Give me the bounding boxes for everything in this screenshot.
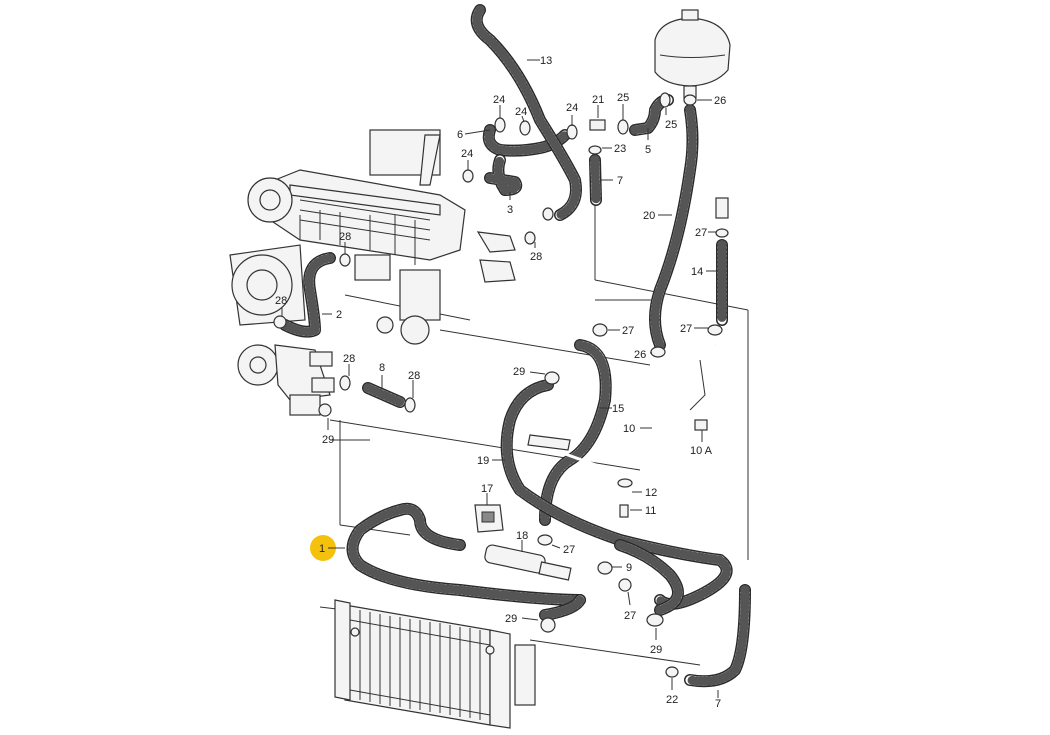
hose-lower-right bbox=[614, 539, 684, 616]
callout-8[interactable]: 8 bbox=[379, 362, 385, 374]
callout-17[interactable]: 17 bbox=[481, 483, 493, 495]
callout-24-c[interactable]: 24 bbox=[566, 102, 578, 114]
callout-7-lower[interactable]: 7 bbox=[715, 698, 721, 710]
callout-29-d[interactable]: 29 bbox=[650, 644, 662, 656]
callout-24-b[interactable]: 24 bbox=[515, 106, 527, 118]
callout-24-a[interactable]: 24 bbox=[493, 94, 505, 106]
callout-1[interactable]: 1 bbox=[319, 543, 325, 555]
callout-10[interactable]: 10 bbox=[623, 423, 635, 435]
hose-7-lower bbox=[684, 584, 751, 688]
callout-highlight bbox=[310, 535, 336, 561]
callout-3[interactable]: 3 bbox=[507, 204, 513, 216]
hose-2 bbox=[279, 252, 336, 338]
callout-25-a[interactable]: 25 bbox=[617, 92, 629, 104]
callout-20[interactable]: 20 bbox=[643, 210, 655, 222]
hose-13 bbox=[470, 4, 582, 221]
callout-24-d[interactable]: 24 bbox=[461, 148, 473, 160]
pipe-10 bbox=[539, 344, 722, 477]
callout-28-e[interactable]: 28 bbox=[530, 251, 542, 263]
expansion-tank bbox=[654, 9, 731, 99]
callout-9[interactable]: 9 bbox=[626, 562, 632, 574]
callout-7-upper[interactable]: 7 bbox=[617, 175, 623, 187]
callout-27-a[interactable]: 27 bbox=[622, 325, 634, 337]
hose-8 bbox=[362, 382, 406, 408]
hose-radiator-top bbox=[539, 594, 586, 621]
hose-7-upper bbox=[589, 154, 602, 206]
callout-28-a[interactable]: 28 bbox=[339, 231, 351, 243]
callout-27-d[interactable]: 27 bbox=[563, 544, 575, 556]
callout-28-c[interactable]: 28 bbox=[343, 353, 355, 365]
callout-27-e[interactable]: 27 bbox=[624, 610, 636, 622]
callout-12[interactable]: 12 bbox=[645, 487, 657, 499]
callout-23[interactable]: 23 bbox=[614, 143, 626, 155]
heater-valve bbox=[484, 544, 572, 581]
callout-18[interactable]: 18 bbox=[516, 530, 528, 542]
callout-26-a[interactable]: 26 bbox=[714, 95, 726, 107]
water-pump bbox=[237, 344, 335, 416]
callout-27-b[interactable]: 27 bbox=[695, 227, 707, 239]
bracket bbox=[474, 504, 504, 533]
callout-11[interactable]: 11 bbox=[645, 505, 656, 517]
callout-5[interactable]: 5 bbox=[645, 144, 651, 156]
callout-28-d[interactable]: 28 bbox=[408, 370, 420, 382]
callout-29-c[interactable]: 29 bbox=[505, 613, 517, 625]
callout-10a[interactable]: 10 A bbox=[690, 445, 713, 457]
callout-29-b[interactable]: 29 bbox=[322, 434, 334, 446]
callout-22[interactable]: 22 bbox=[666, 694, 678, 706]
engine-block bbox=[229, 129, 466, 345]
callout-27-c[interactable]: 27 bbox=[680, 323, 692, 335]
callout-29-a[interactable]: 29 bbox=[513, 366, 525, 378]
callout-28-b[interactable]: 28 bbox=[275, 295, 287, 307]
clamps bbox=[273, 92, 729, 678]
radiator bbox=[334, 599, 536, 729]
callout-labels: 1 2 3 5 6 7 7 8 9 10 10 A 11 12 13 14 15 bbox=[275, 55, 726, 710]
callout-6[interactable]: 6 bbox=[457, 129, 463, 141]
callout-26-b[interactable]: 26 bbox=[634, 349, 646, 361]
callout-2[interactable]: 2 bbox=[336, 309, 342, 321]
callout-21[interactable]: 21 bbox=[592, 94, 604, 106]
callout-15[interactable]: 15 bbox=[612, 403, 624, 415]
hose-15 bbox=[539, 339, 612, 526]
callout-14[interactable]: 14 bbox=[691, 266, 703, 278]
callout-13[interactable]: 13 bbox=[540, 55, 552, 67]
callout-19[interactable]: 19 bbox=[477, 455, 489, 467]
hose-20 bbox=[649, 104, 699, 351]
callout-25-b[interactable]: 25 bbox=[665, 119, 677, 131]
hose-1 bbox=[346, 502, 586, 606]
